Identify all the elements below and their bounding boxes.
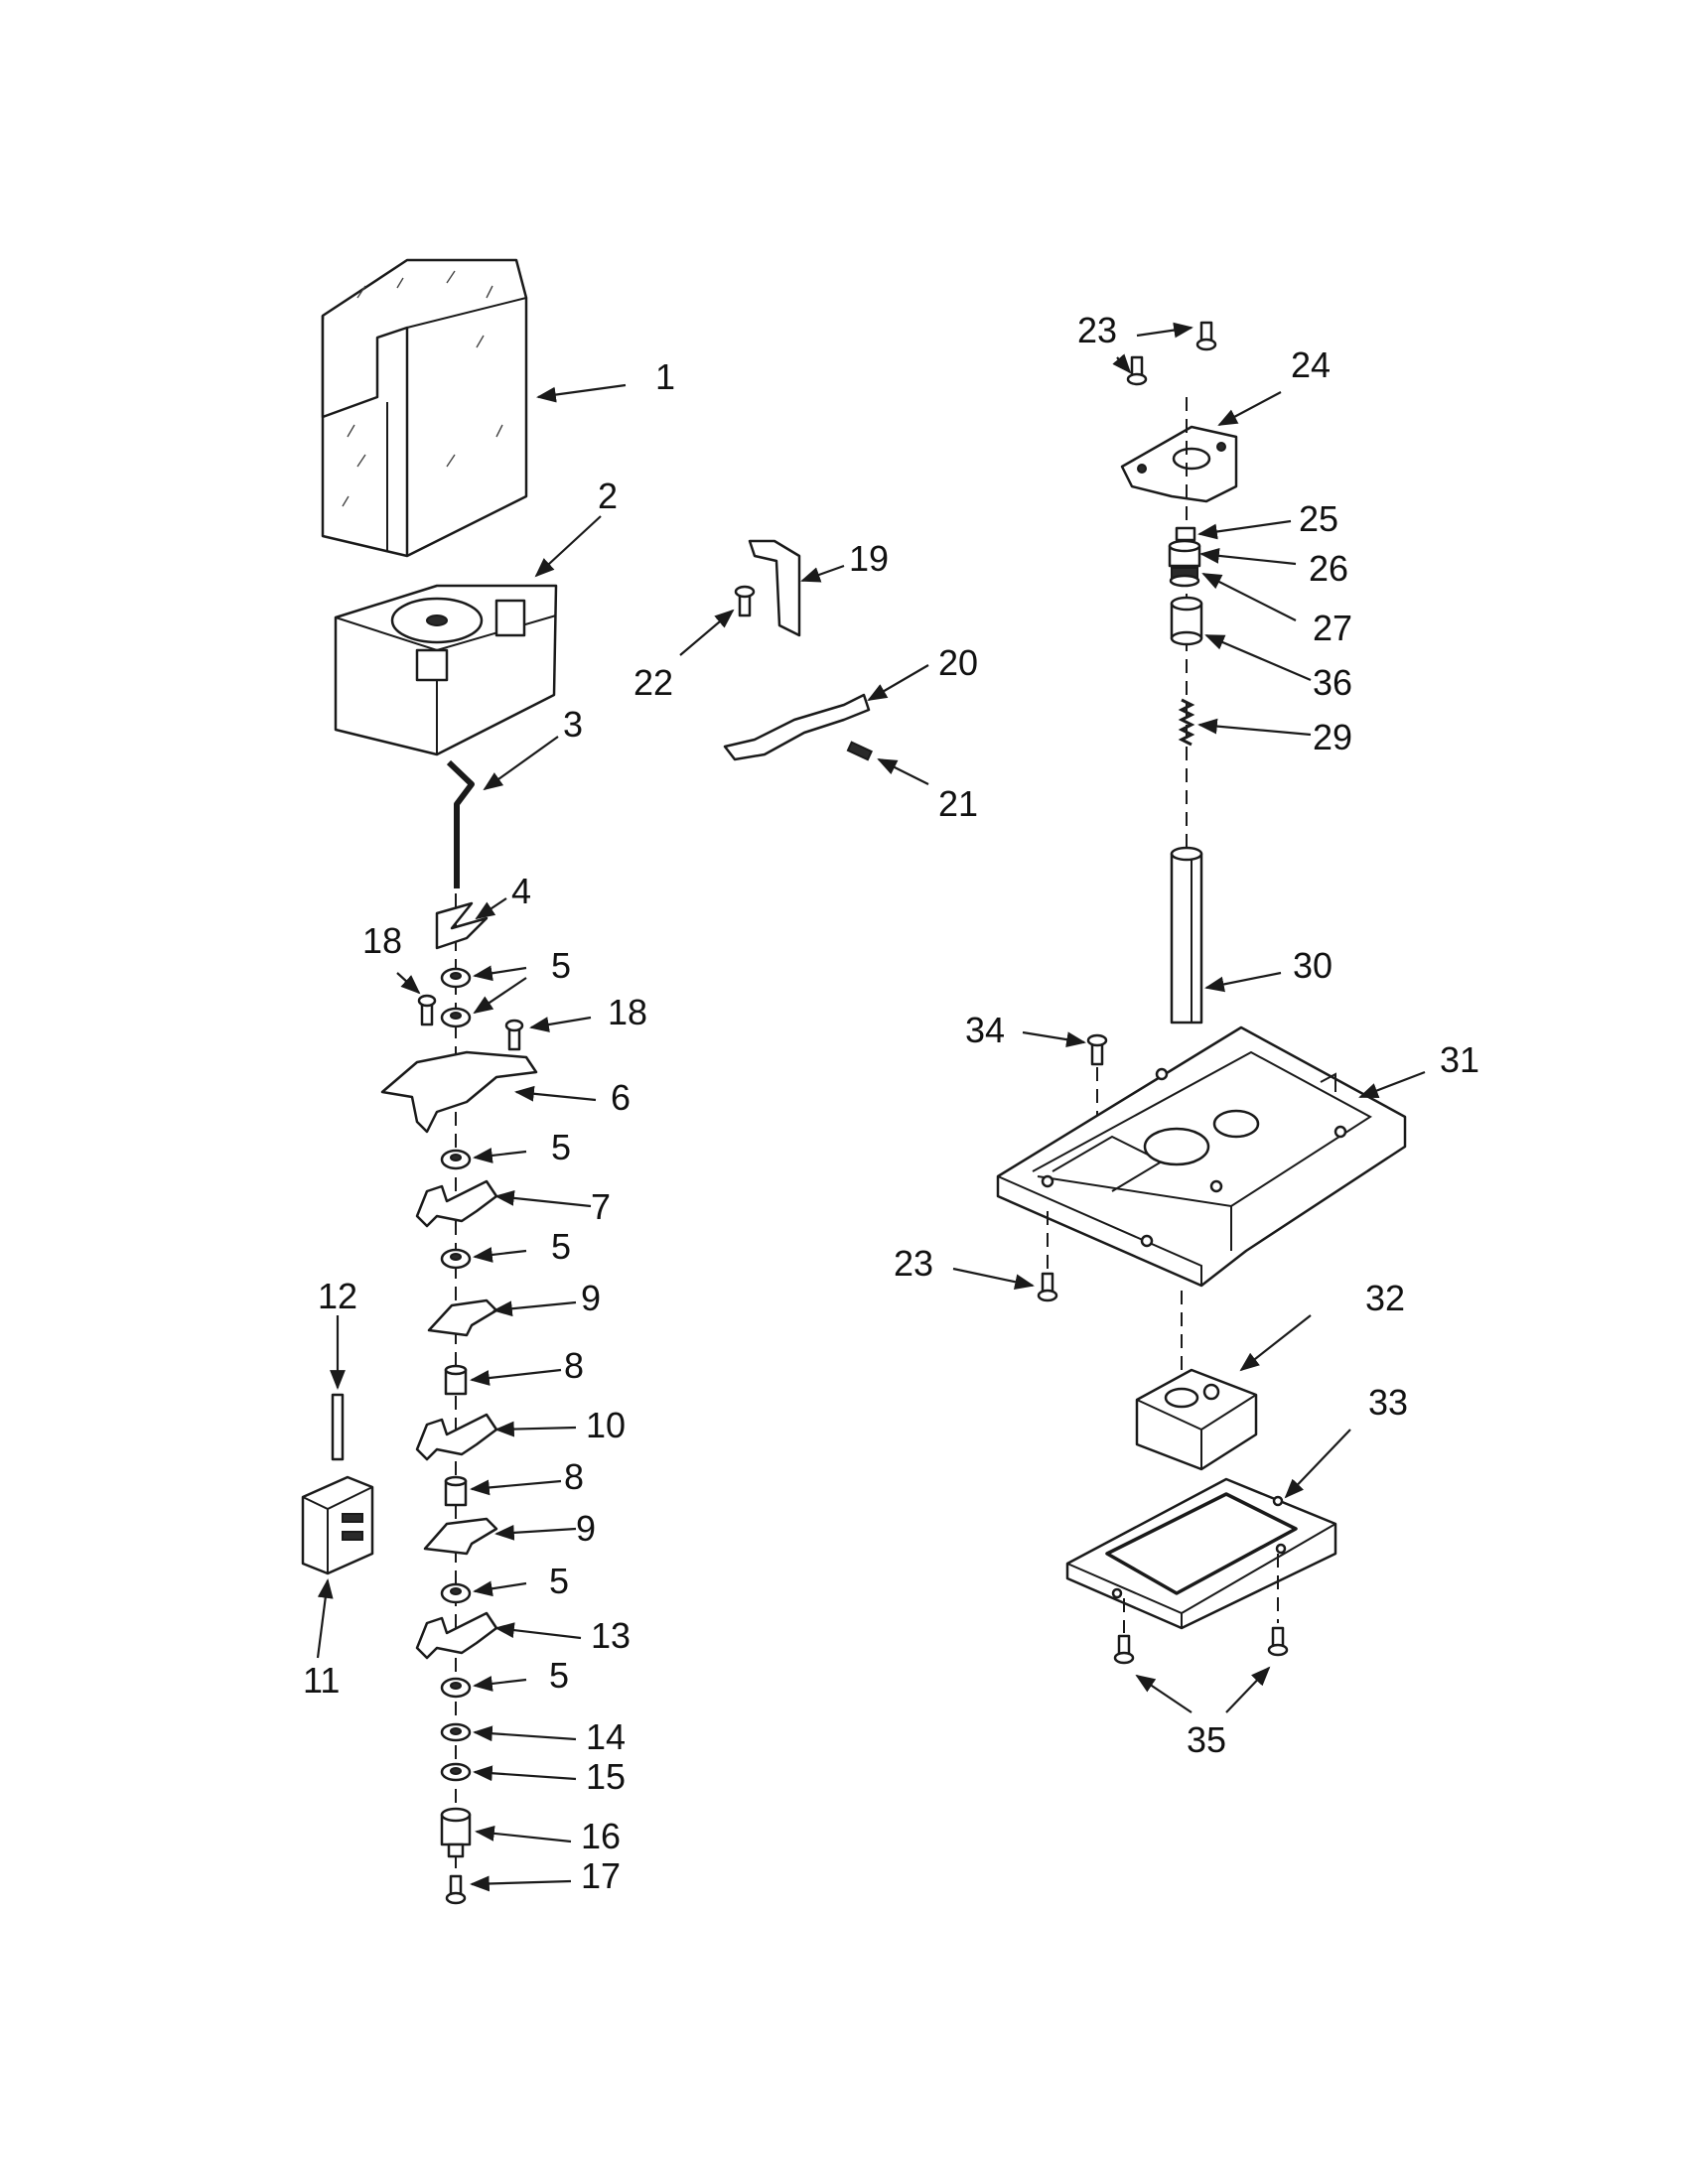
callout-11: 11 xyxy=(303,1660,340,1701)
callout-30: 30 xyxy=(1293,945,1333,986)
callout-19: 19 xyxy=(849,538,889,579)
callout-18b: 18 xyxy=(608,992,647,1032)
callout-10: 10 xyxy=(586,1405,626,1445)
part-7-cam xyxy=(415,1179,498,1228)
part-16-coupler xyxy=(440,1807,472,1858)
part-14-15-washers xyxy=(440,1722,472,1782)
part-23-screw-lower xyxy=(1037,1272,1058,1302)
callout-9a: 9 xyxy=(581,1278,601,1318)
part-24-plate xyxy=(1120,425,1238,503)
part-25-27-coupler-stack xyxy=(1168,526,1201,588)
callout-31: 31 xyxy=(1440,1039,1479,1080)
callout-12: 12 xyxy=(318,1276,357,1316)
part-9-cam-b xyxy=(423,1517,498,1556)
callout-21: 21 xyxy=(938,783,978,824)
callout-8a: 8 xyxy=(564,1345,584,1386)
part-5-spacers xyxy=(440,967,472,1699)
callout-33: 33 xyxy=(1368,1382,1408,1423)
part-31-base-plate xyxy=(996,1025,1407,1288)
callout-26: 26 xyxy=(1309,548,1348,589)
callout-1: 1 xyxy=(655,356,675,397)
part-32-motor xyxy=(1135,1368,1258,1471)
callout-34: 34 xyxy=(965,1010,1005,1050)
callout-17: 17 xyxy=(581,1855,621,1896)
part-36-sleeve xyxy=(1170,596,1203,646)
part-3-rod xyxy=(446,759,475,888)
callout-5b: 5 xyxy=(551,1127,571,1167)
part-8-bushings xyxy=(444,1364,468,1507)
callout-18a: 18 xyxy=(362,920,402,961)
part-23-screws-top xyxy=(1126,321,1217,386)
part-10-cam xyxy=(415,1413,498,1461)
callout-6: 6 xyxy=(611,1077,631,1118)
callout-7: 7 xyxy=(591,1186,611,1227)
callout-25: 25 xyxy=(1299,498,1338,539)
part-1-bucket-cover xyxy=(321,258,528,558)
part-18-screws xyxy=(417,994,524,1051)
callout-3: 3 xyxy=(563,704,583,745)
part-2-ice-bin xyxy=(334,584,558,756)
part-12-pin xyxy=(331,1393,345,1461)
part-11-block xyxy=(301,1475,374,1575)
part-19-clip xyxy=(748,539,801,637)
callout-8b: 8 xyxy=(564,1456,584,1497)
part-6-bracket xyxy=(380,1050,538,1134)
callout-5e: 5 xyxy=(549,1655,569,1696)
callout-9b: 9 xyxy=(576,1508,596,1549)
part-17-screw xyxy=(445,1874,467,1905)
callout-5a: 5 xyxy=(551,945,571,986)
callout-29: 29 xyxy=(1313,717,1352,757)
part-30-shaft xyxy=(1170,846,1203,1024)
part-22-screw xyxy=(734,585,756,617)
part-34-screw xyxy=(1086,1033,1108,1066)
callout-20: 20 xyxy=(938,642,978,683)
callout-22: 22 xyxy=(633,662,673,703)
callout-23b: 23 xyxy=(894,1243,933,1284)
callout-23a: 23 xyxy=(1077,310,1117,350)
part-20-lever xyxy=(723,693,871,761)
callout-35: 35 xyxy=(1187,1719,1226,1760)
callout-15: 15 xyxy=(586,1756,626,1797)
callout-24: 24 xyxy=(1291,344,1331,385)
part-21-pin xyxy=(846,741,873,761)
part-9-cam-a xyxy=(427,1298,498,1337)
callout-13: 13 xyxy=(591,1615,631,1656)
callout-27: 27 xyxy=(1313,608,1352,648)
callout-16: 16 xyxy=(581,1816,621,1856)
callout-32: 32 xyxy=(1365,1278,1405,1318)
callout-36: 36 xyxy=(1313,662,1352,703)
part-4-clip xyxy=(435,901,489,950)
callout-2: 2 xyxy=(598,476,618,516)
callout-14: 14 xyxy=(586,1716,626,1757)
part-13-cam xyxy=(415,1611,498,1660)
callout-4: 4 xyxy=(511,871,531,911)
callout-5d: 5 xyxy=(549,1561,569,1601)
part-33-cover-plate xyxy=(1065,1477,1337,1630)
part-29-spring xyxy=(1178,698,1195,747)
callout-5c: 5 xyxy=(551,1226,571,1267)
part-35-screws xyxy=(1113,1626,1289,1665)
